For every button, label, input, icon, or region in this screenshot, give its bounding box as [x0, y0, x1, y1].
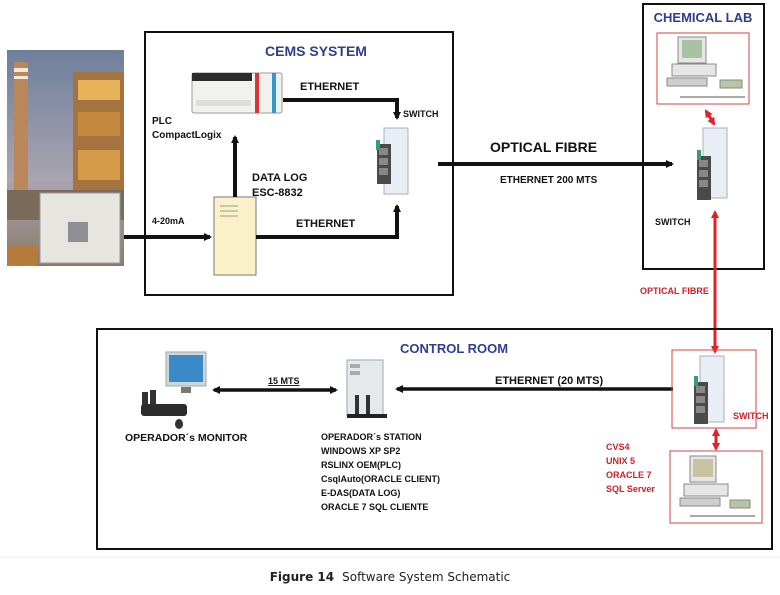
plc-label-line1: PLC [152, 116, 172, 127]
cems-title: CEMS SYSTEM [265, 43, 367, 59]
chimney [14, 62, 28, 212]
station-spec-line: CsqlAuto(ORACLE CLIENT) [321, 474, 440, 484]
station-spec-line: E-DAS(DATA LOG) [321, 488, 400, 498]
datalog-label-line1: DATA LOG [252, 172, 307, 184]
server-spec-line: UNIX 5 [606, 456, 635, 466]
lab-switch-label: SWITCH [655, 217, 691, 227]
station-spec-line: RSLINX OEM(PLC) [321, 460, 401, 470]
ethernet-datalog-to-switch [256, 204, 401, 239]
monitor-link-label: 15 MTS [268, 376, 300, 386]
server-spec-line: SQL Server [606, 484, 655, 494]
plant-photo [7, 50, 124, 266]
datalog-label-line2: ESC-8832 [252, 187, 303, 199]
operator-monitor-label: OPERADOR´s MONITOR [125, 432, 248, 444]
chemical-lab-title: CHEMICAL LAB [654, 10, 753, 25]
figure-number: Figure 14 [269, 570, 335, 584]
cems-switch-label: SWITCH [403, 109, 439, 119]
figure-title: Software System Schematic [342, 570, 511, 584]
analyzer-shelter [39, 192, 121, 264]
data-log-server-image [213, 196, 257, 276]
station-spec-line: OPERADOR´s STATION [321, 432, 422, 442]
cems-switch-image [376, 127, 409, 195]
plc-label-line2: CompactLogix [152, 130, 222, 141]
control-switch-label: SWITCH [733, 411, 769, 421]
red-optical-fibre-label: OPTICAL FIBRE [640, 286, 709, 296]
operator-station-image [346, 359, 387, 418]
control-switch-image [694, 355, 725, 424]
lab-switch-image [697, 127, 728, 200]
server-workstation-image [669, 450, 763, 524]
server-specs: CVS4 UNIX 5 ORACLE 7 SQL Server [606, 442, 655, 494]
station-spec-line: ORACLE 7 SQL CLIENTE [321, 502, 428, 512]
signal-4-20ma-label: 4-20mA [152, 216, 185, 226]
figure-caption: Figure 14 Software System Schematic [0, 570, 780, 584]
ethernet-200-label: ETHERNET 200 MTS [500, 175, 598, 186]
plc-compactlogix-image [191, 72, 283, 114]
station-spec-line: WINDOWS XP SP2 [321, 446, 400, 456]
lab-pc-switch-red-arrow [704, 109, 716, 126]
lab-workstation-image [656, 32, 750, 105]
ethernet-20m-label: ETHERNET (20 MTS) [495, 375, 604, 387]
ethernet-top-label: ETHERNET [300, 81, 360, 93]
optical-fibre-label: OPTICAL FIBRE [490, 139, 597, 155]
server-spec-line: ORACLE 7 [606, 470, 652, 480]
control-room-frame [96, 328, 773, 550]
operator-monitor-image [141, 351, 207, 429]
server-spec-line: CVS4 [606, 442, 630, 452]
control-room-title: CONTROL ROOM [400, 341, 508, 356]
operator-station-specs: OPERADOR´s STATION WINDOWS XP SP2 RSLINX… [321, 432, 440, 512]
chemical-lab-frame [642, 3, 765, 270]
ethernet-plc-to-switch [283, 98, 401, 120]
ethernet-bottom-label: ETHERNET [296, 218, 356, 230]
